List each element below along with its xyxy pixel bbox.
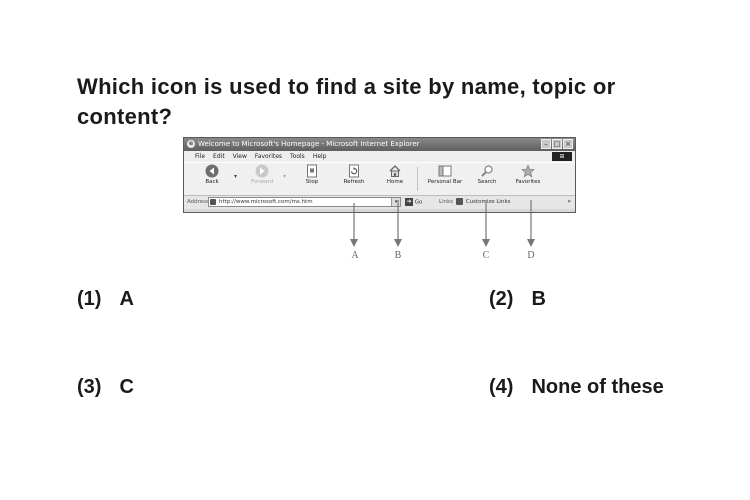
personal-bar-icon: [438, 165, 452, 177]
menu-view[interactable]: View: [232, 153, 247, 160]
search-icon: [481, 165, 493, 177]
arrow-b-head: [394, 239, 402, 247]
arrow-label-d: D: [527, 250, 535, 261]
page-icon: [456, 198, 463, 205]
search-button[interactable]: Search: [472, 164, 502, 194]
forward-button[interactable]: Forward: [244, 164, 280, 194]
window-title: Welcome to Microsoft's Homepage - Micros…: [198, 140, 420, 148]
arrow-a-head: [350, 239, 358, 247]
option-3[interactable]: (3) C: [77, 376, 134, 399]
forward-dropdown-icon[interactable]: ▾: [283, 173, 287, 180]
go-arrow-icon: ➔: [405, 198, 413, 206]
refresh-icon: [349, 164, 359, 178]
toolbar: Back ▾ Forward ▾ Stop Refresh: [184, 162, 575, 196]
arrow-label-a: A: [351, 250, 359, 261]
favorites-star-icon: [521, 164, 535, 178]
address-label: Address: [187, 199, 209, 205]
arrow-d-head: [527, 239, 535, 247]
back-button[interactable]: Back: [194, 164, 230, 194]
go-button[interactable]: ➔ Go: [405, 198, 423, 206]
home-button[interactable]: Home: [380, 164, 410, 194]
address-bar: Address http://www.microsoft.com/ms.htm …: [184, 196, 575, 209]
minimize-icon[interactable]: –: [541, 139, 551, 149]
stop-icon: [307, 164, 317, 178]
page-icon: [210, 199, 216, 205]
home-icon: [389, 165, 401, 177]
forward-arrow-icon: [255, 164, 269, 178]
close-icon[interactable]: ×: [563, 139, 573, 149]
back-dropdown-icon[interactable]: ▾: [234, 173, 238, 180]
windows-logo-icon: ⊞: [552, 152, 572, 161]
option-number: (1): [77, 288, 102, 310]
ie-logo-icon: e: [187, 140, 195, 148]
address-input[interactable]: http://www.microsoft.com/ms.htm ▾: [208, 197, 401, 207]
menu-edit[interactable]: Edit: [213, 153, 225, 160]
menu-help[interactable]: Help: [312, 153, 327, 160]
back-arrow-icon: [205, 164, 219, 178]
arrow-label-c: C: [482, 250, 490, 261]
maximize-icon[interactable]: □: [552, 139, 562, 149]
option-1[interactable]: (1) A: [77, 288, 134, 311]
option-2[interactable]: (2) B: [489, 288, 546, 311]
toolbar-separator: [417, 167, 418, 191]
personal-bar-button[interactable]: Personal Bar: [422, 164, 468, 194]
menu-bar: File Edit View Favorites Tools Help ⊞: [184, 151, 575, 162]
option-text: C: [119, 376, 134, 398]
browser-window: e Welcome to Microsoft's Homepage - Micr…: [183, 137, 576, 213]
question-text: Which icon is used to find a site by nam…: [77, 74, 616, 129]
option-number: (4): [489, 376, 514, 398]
option-4[interactable]: (4) None of these: [489, 376, 664, 399]
arrow-c-head: [482, 239, 490, 247]
option-number: (3): [77, 376, 102, 398]
option-text: B: [531, 288, 546, 310]
option-text: None of these: [531, 376, 664, 398]
menu-tools[interactable]: Tools: [290, 153, 305, 160]
address-dropdown-icon[interactable]: ▾: [391, 198, 400, 206]
address-value: http://www.microsoft.com/ms.htm: [219, 199, 313, 205]
menu-file[interactable]: File: [195, 153, 206, 160]
arrow-label-b: B: [394, 250, 402, 261]
stop-button[interactable]: Stop: [296, 164, 328, 194]
more-links-chevron-icon[interactable]: »: [567, 198, 571, 205]
refresh-button[interactable]: Refresh: [336, 164, 372, 194]
menu-favorites[interactable]: Favorites: [254, 153, 283, 160]
links-label: Links: [439, 199, 454, 205]
option-number: (2): [489, 288, 514, 310]
title-bar: e Welcome to Microsoft's Homepage - Micr…: [184, 138, 575, 151]
customize-links-link[interactable]: Customize Links: [456, 198, 511, 205]
option-text: A: [119, 288, 134, 310]
favorites-button[interactable]: Favorites: [509, 164, 547, 194]
